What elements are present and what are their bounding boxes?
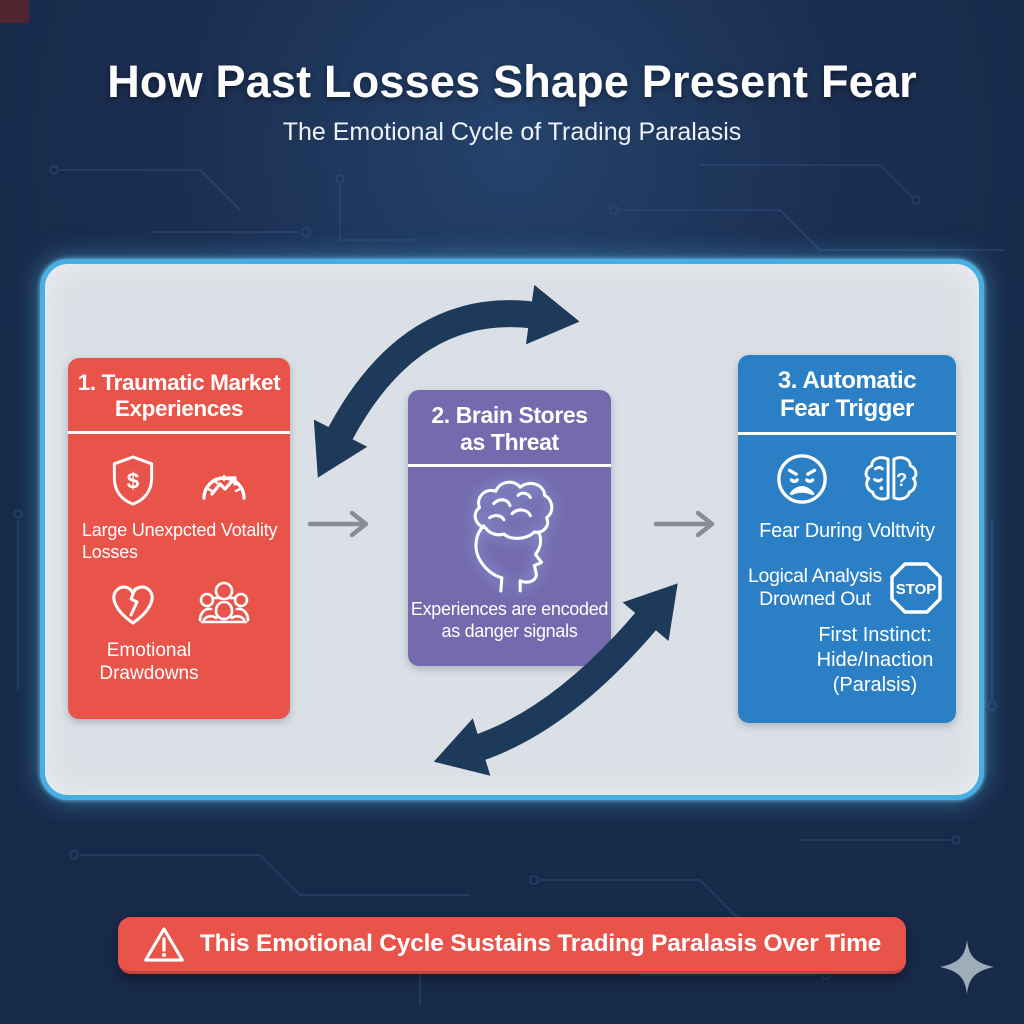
stage-1-traumatic-experiences: 1. Traumatic Market Experiences $ Large … — [68, 358, 290, 719]
step-arrow-2-icon — [653, 510, 715, 538]
stage-2-brain-stores: 2. Brain Stores as Threat Experiences ar… — [408, 390, 611, 666]
stage-2-title: 2. Brain Stores as Threat — [431, 402, 588, 455]
stage-2-caption: Experiences are encoded as danger signal… — [410, 599, 609, 642]
stage-3-logical-label: Logical Analysis Drowned Out — [748, 564, 882, 611]
page-title: How Past Losses Shape Present Fear — [107, 56, 917, 107]
shield-dollar-icon: $ — [112, 455, 153, 506]
broken-heart-icon — [111, 585, 154, 625]
svg-text:$: $ — [126, 469, 139, 494]
gauge-icon — [201, 474, 246, 500]
svg-text:STOP: STOP — [896, 581, 937, 598]
people-icon — [198, 581, 249, 624]
conclusion-banner-label: This Emotional Cycle Sustains Trading Pa… — [199, 930, 882, 957]
stage-3-instinct-label: First Instinct: Hide/Inaction (Paralsis) — [816, 624, 934, 697]
stage-3-title: 3. Automatic Fear Trigger — [777, 367, 917, 422]
warning-triangle-icon — [144, 926, 184, 962]
brain-head-icon — [473, 481, 553, 593]
stage-1-loss-label: Large Unexpcted Votality Losses — [82, 520, 278, 563]
stage-1-emotional-label: Emotional Drawdowns — [99, 640, 199, 685]
svg-text:?: ? — [896, 469, 907, 490]
conclusion-banner: This Emotional Cycle Sustains Trading Pa… — [118, 917, 906, 974]
stop-sign-icon: STOP — [890, 562, 942, 614]
sparkle-icon — [940, 940, 994, 994]
stage-3-fear-label: Fear During Volttvity — [759, 519, 935, 542]
divider — [738, 431, 956, 435]
corner-accent — [0, 0, 29, 23]
worried-face-icon — [776, 453, 827, 504]
stage-3-automatic-fear: 3. Automatic Fear Trigger ? — [738, 355, 956, 723]
step-arrow-1-icon — [307, 510, 369, 538]
divider — [68, 431, 290, 435]
page-subtitle: The Emotional Cycle of Trading Paralasis — [282, 118, 742, 146]
divider — [408, 464, 611, 468]
split-brain-icon: ? — [864, 456, 917, 501]
stage-1-title: 1. Traumatic Market Experiences — [77, 370, 281, 422]
